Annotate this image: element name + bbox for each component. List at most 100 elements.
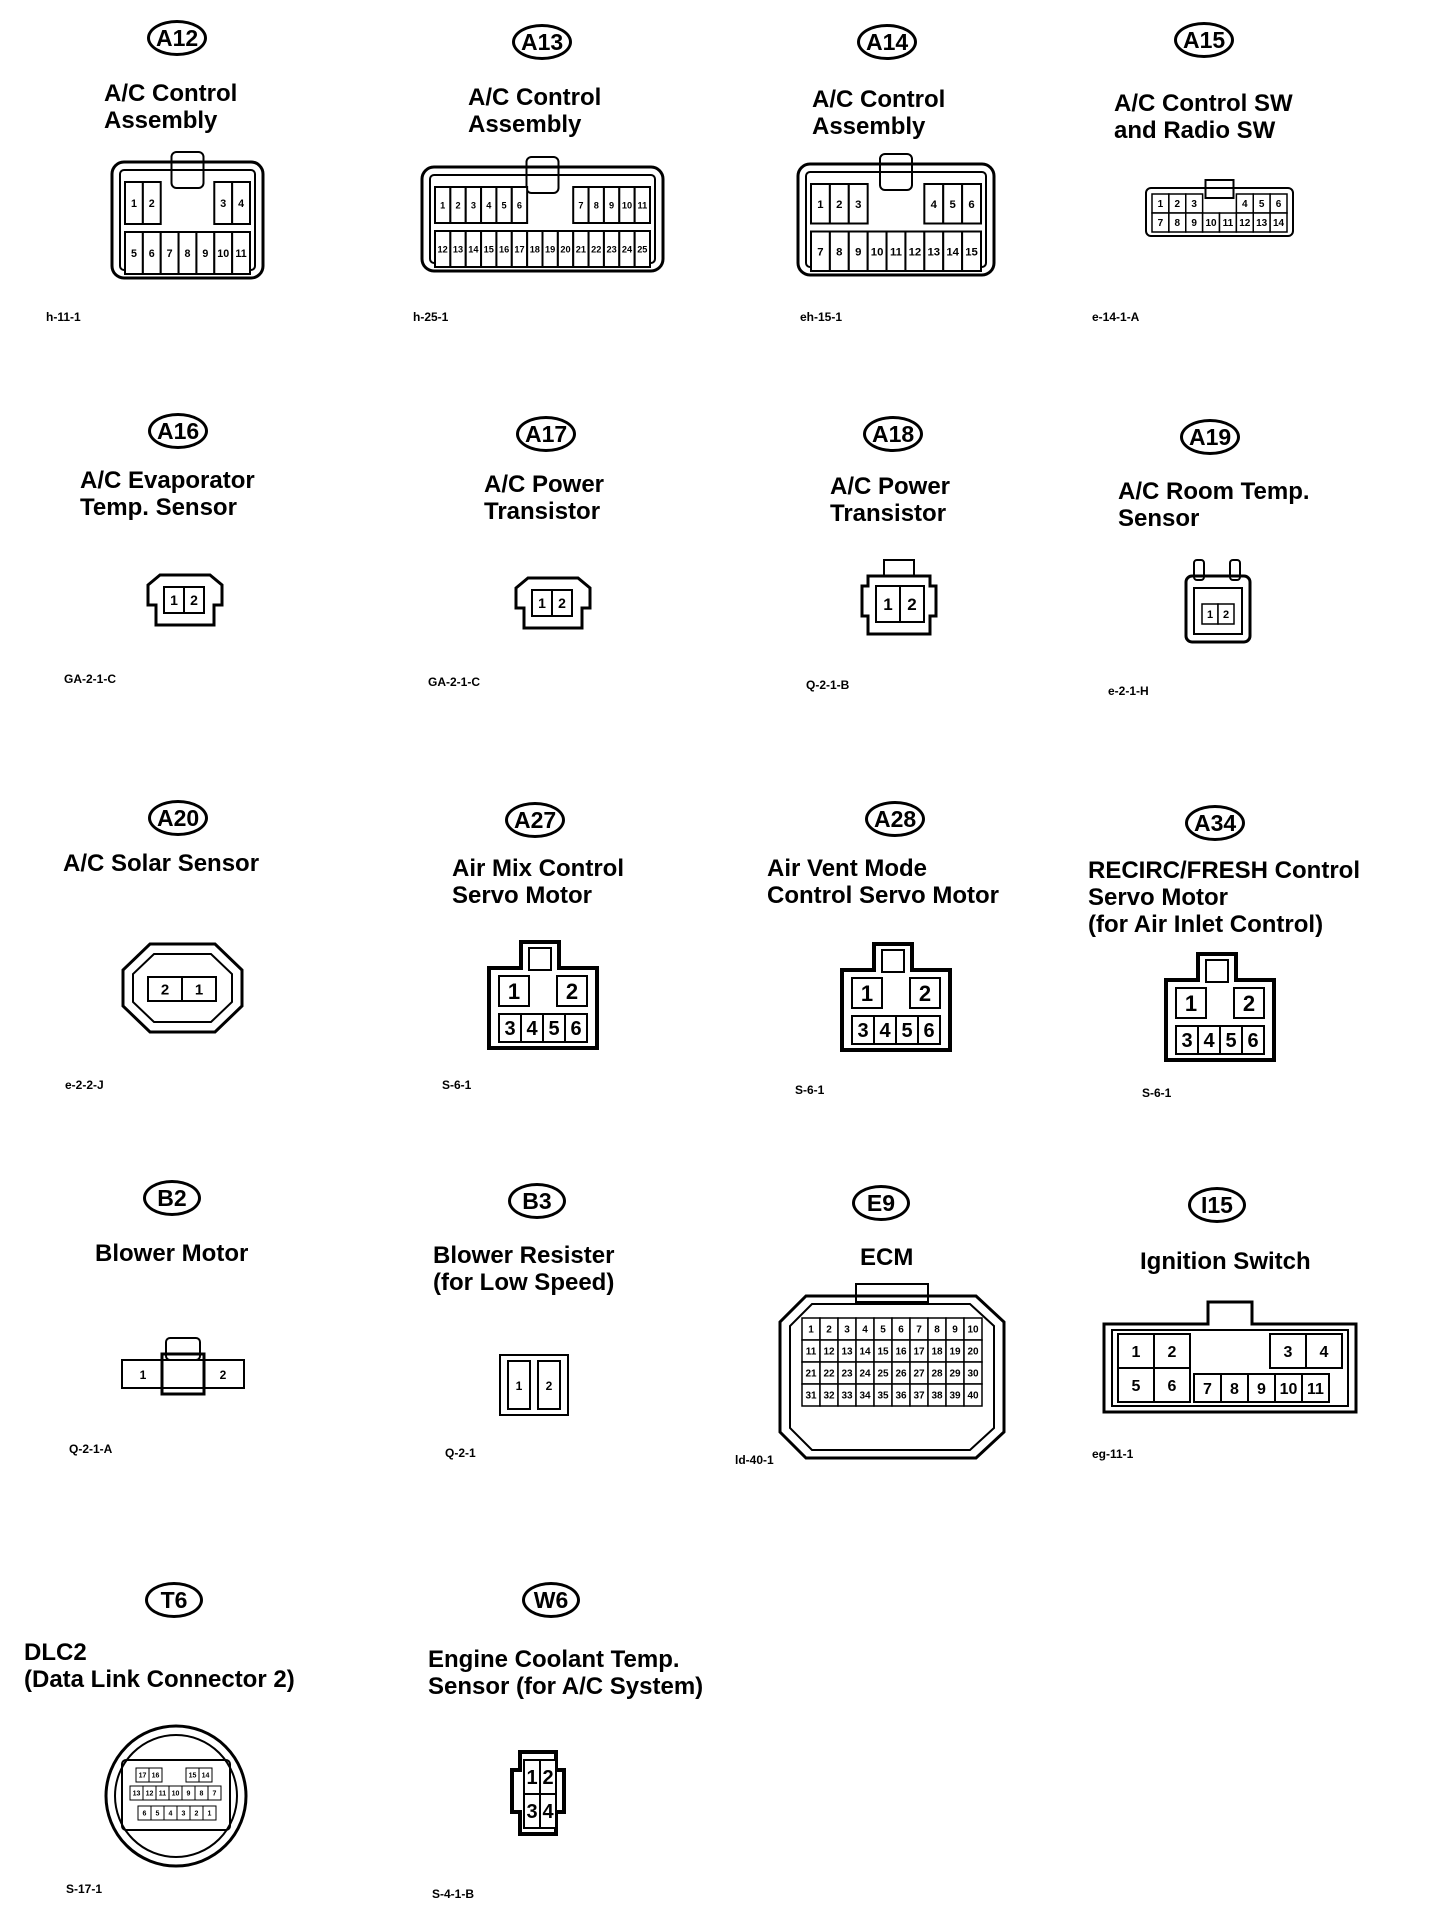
- pin-label: 4: [879, 1020, 891, 1042]
- pin-cell: [847, 183, 869, 225]
- pin-label: 1: [538, 595, 546, 611]
- connector-title: A/C Control SW and Radio SW: [1114, 90, 1293, 144]
- pin-label: 6: [570, 1018, 581, 1040]
- pin-label: 8: [934, 1325, 940, 1336]
- connector-housing: [840, 942, 952, 1052]
- pin-label: 9: [952, 1325, 958, 1336]
- pin-label: 3: [844, 1325, 850, 1336]
- pin-label: 1: [1158, 199, 1164, 210]
- pin-label: 14: [202, 1773, 210, 1780]
- pin-label: 4: [1242, 199, 1248, 210]
- pin-label: 9: [1191, 218, 1197, 229]
- pin-label: 15: [484, 244, 494, 254]
- connector-title: Blower Motor: [95, 1240, 249, 1267]
- pin-label: 1: [170, 592, 178, 608]
- pin-label: 20: [967, 1347, 979, 1358]
- pin-label: 4: [931, 199, 938, 211]
- pin-label: 13: [841, 1347, 853, 1358]
- connector-title: A/C Control Assembly: [104, 80, 238, 134]
- pin-label: 5: [1259, 199, 1265, 210]
- connector-housing: [110, 160, 265, 280]
- pin-label: 5: [950, 199, 956, 211]
- connector-id-badge: A17: [516, 416, 577, 452]
- pin-label: 1: [1207, 609, 1213, 621]
- pin-label: 6: [1276, 199, 1282, 210]
- connector-code: e-14-1-A: [1092, 310, 1140, 324]
- pin-cell: [899, 585, 925, 623]
- connector-title: Engine Coolant Temp. Sensor (for A/C Sys…: [428, 1646, 704, 1700]
- connector-title: A/C Solar Sensor: [63, 850, 260, 877]
- connector-housing: [121, 1359, 245, 1389]
- pin-label: 7: [167, 248, 173, 260]
- pin-label: 9: [609, 200, 614, 210]
- pin-label: 8: [1230, 1381, 1239, 1398]
- pin-label: 2: [836, 199, 842, 211]
- connector-id-badge: A14: [857, 24, 918, 60]
- connector-title: A/C Evaporator Temp. Sensor: [80, 467, 255, 521]
- connector-inner-frame: [1111, 1329, 1349, 1407]
- pin-label: 5: [131, 248, 137, 260]
- pin-label: 2: [907, 595, 916, 614]
- connector-inner-frame: [114, 1734, 238, 1858]
- connector-inner-frame: [1193, 587, 1243, 635]
- pin-label: 1: [526, 1767, 537, 1789]
- pin-cell: [202, 1805, 217, 1821]
- pin-label: 8: [1175, 218, 1181, 229]
- connector-id-badge: A13: [512, 24, 573, 60]
- connector-code: S-6-1: [442, 1078, 472, 1092]
- connector-housing: [499, 1354, 569, 1416]
- pin-cell: [961, 230, 983, 272]
- pin-cell: [539, 1793, 557, 1829]
- connector-lock-tab: [170, 151, 205, 189]
- connector-id-badge: A12: [147, 20, 208, 56]
- pin-label: 1: [508, 979, 520, 1004]
- connector-housing: [487, 940, 599, 1050]
- pin-label: 7: [213, 1791, 217, 1798]
- pin-label: 23: [841, 1369, 853, 1380]
- pin-cell: [551, 589, 573, 617]
- connector-housing: [146, 573, 224, 627]
- connector-id-badge: A18: [863, 416, 924, 452]
- pin-label: 27: [913, 1369, 925, 1380]
- pin-label: 11: [1307, 1381, 1324, 1398]
- pin-label: 4: [1203, 1030, 1215, 1052]
- pin-cell: [633, 186, 651, 224]
- pin-cell: [633, 230, 651, 268]
- pin-label: 3: [857, 1020, 868, 1042]
- connector-code: eg-11-1: [1092, 1447, 1134, 1461]
- pin-label: 39: [949, 1391, 961, 1402]
- pin-label: 2: [149, 198, 155, 210]
- connector-lock-tab: [1205, 959, 1229, 983]
- pin-label: 4: [486, 200, 492, 210]
- pin-label: 16: [499, 244, 509, 254]
- pin-label: 34: [859, 1391, 871, 1402]
- pin-label: 18: [931, 1347, 943, 1358]
- pin-label: 18: [530, 244, 540, 254]
- pin-cell: [231, 181, 252, 225]
- pin-label: 19: [949, 1347, 961, 1358]
- pin-cell: [207, 1785, 222, 1801]
- pin-label: 11: [806, 1347, 817, 1358]
- pin-label: 3: [526, 1801, 537, 1823]
- pin-cell: [564, 1013, 588, 1043]
- pin-label: 6: [1247, 1030, 1258, 1052]
- pin-label: 6: [149, 248, 155, 260]
- connector-housing: [1164, 952, 1276, 1062]
- pin-cell: [181, 976, 217, 1002]
- connector-lock-tab: [165, 1337, 201, 1361]
- connector-housing: [420, 165, 665, 273]
- pin-label: 11: [1223, 218, 1234, 229]
- pin-label: 24: [859, 1369, 871, 1380]
- connector-housing: [121, 942, 244, 1034]
- connector-id-badge: E9: [852, 1185, 910, 1221]
- pin-label: 13: [453, 244, 463, 254]
- connector-center-block: [160, 1352, 206, 1396]
- connector-housing: [1184, 574, 1252, 644]
- connector-title: Blower Resister (for Low Speed): [433, 1242, 615, 1296]
